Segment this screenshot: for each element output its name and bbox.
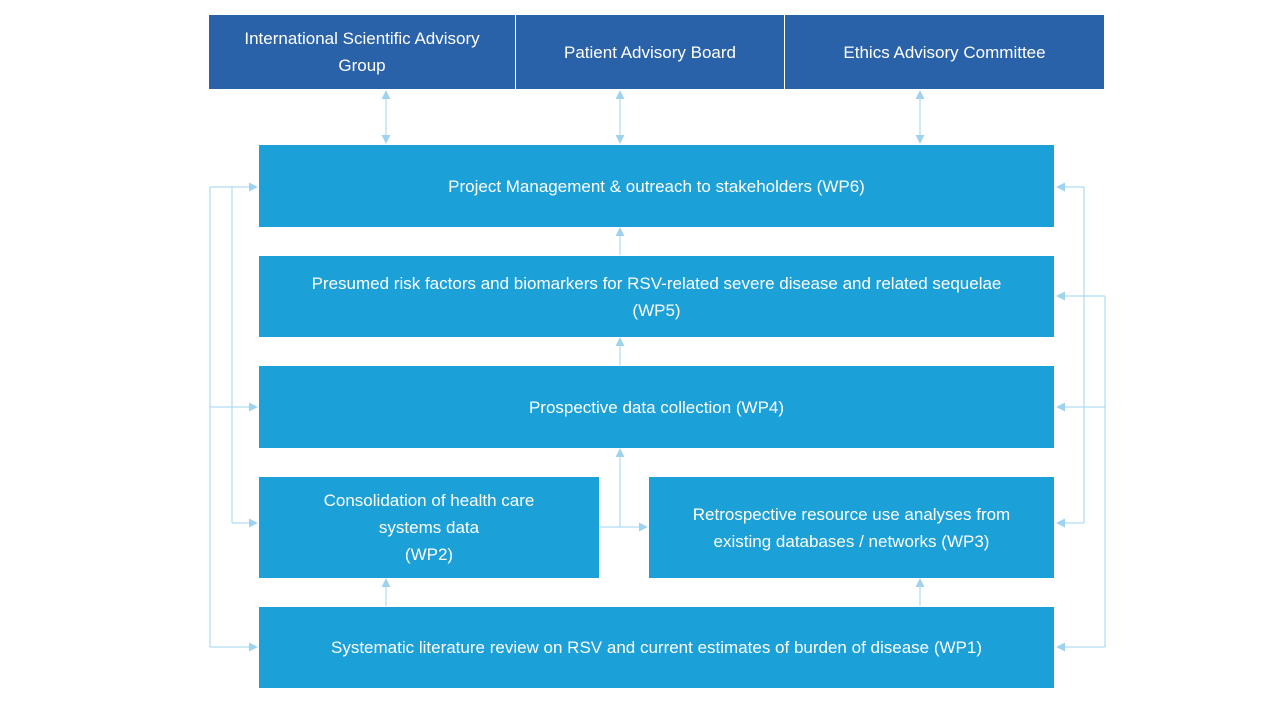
wp3-label: Retrospective resource use analyses from… [692,504,1011,551]
isag-box: International Scientific Advisory Group [209,15,515,89]
arrow-wp2-to-wp4 [600,448,625,528]
wp5-box: Presumed risk factors and biomarkers for… [259,256,1054,337]
wp4-box: Prospective data collection (WP4) [259,366,1054,448]
wp5-label: Presumed risk factors and biomarkers for… [311,273,1002,320]
wp2-label: Consolidation of health care systems dat… [323,491,535,564]
eac-box: Ethics Advisory Committee [785,15,1104,89]
eac-label: Ethics Advisory Committee [843,42,1046,62]
wp6-box: Project Management & outreach to stakeho… [259,145,1054,227]
wp1-box: Systematic literature review on RSV and … [259,607,1054,688]
pab-box: Patient Advisory Board [516,15,784,89]
wp4-label: Prospective data collection (WP4) [528,397,785,417]
wp6-label: Project Management & outreach to stakeho… [448,176,865,196]
wp1-label: Systematic literature review on RSV and … [330,638,982,657]
pab-label: Patient Advisory Board [564,42,736,62]
wp2-box: Consolidation of health care systems dat… [259,477,599,578]
isag-label: International Scientific Advisory Group [244,29,480,75]
wp3-box: Retrospective resource use analyses from… [649,477,1054,578]
